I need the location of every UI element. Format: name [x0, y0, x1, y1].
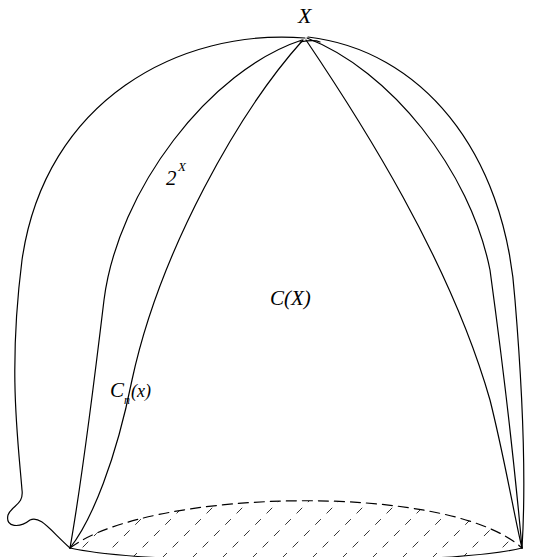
- n-fold-argument: (x): [131, 382, 151, 400]
- n-fold-subscript: n: [124, 394, 130, 406]
- continua-label: C(X): [270, 288, 311, 309]
- space-label: X: [298, 5, 311, 27]
- n-fold-label: C: [110, 380, 124, 401]
- hyperspace-label: 2: [166, 168, 177, 189]
- hyperspace-exponent: X: [178, 160, 186, 173]
